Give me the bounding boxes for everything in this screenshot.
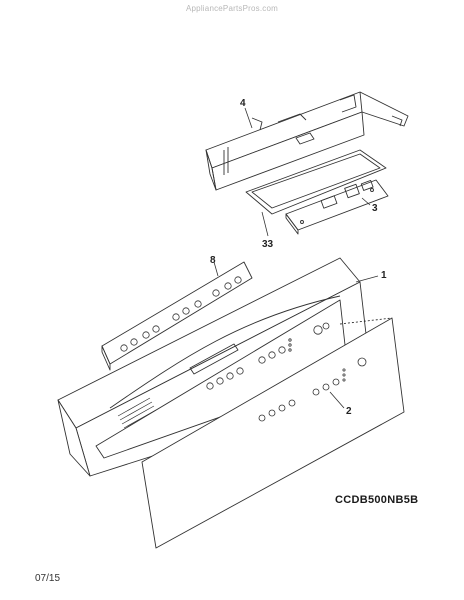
callout-1: 1 — [381, 270, 387, 281]
watermark-text: AppliancePartsPros.com — [186, 4, 278, 13]
callout-2: 2 — [346, 406, 352, 417]
part-3-control-board — [285, 179, 389, 235]
model-number: CCDB500NB5B — [335, 494, 419, 506]
part-33-gasket — [245, 149, 387, 215]
part-2-overlay — [141, 317, 405, 549]
callout-3: 3 — [372, 203, 378, 214]
callout-8: 8 — [210, 255, 216, 266]
part-8-button-strip — [101, 261, 253, 371]
callout-4: 4 — [240, 98, 246, 109]
part-4-control-cover — [205, 91, 409, 191]
callout-33: 33 — [262, 239, 274, 250]
footer-date: 07/15 — [35, 573, 61, 584]
